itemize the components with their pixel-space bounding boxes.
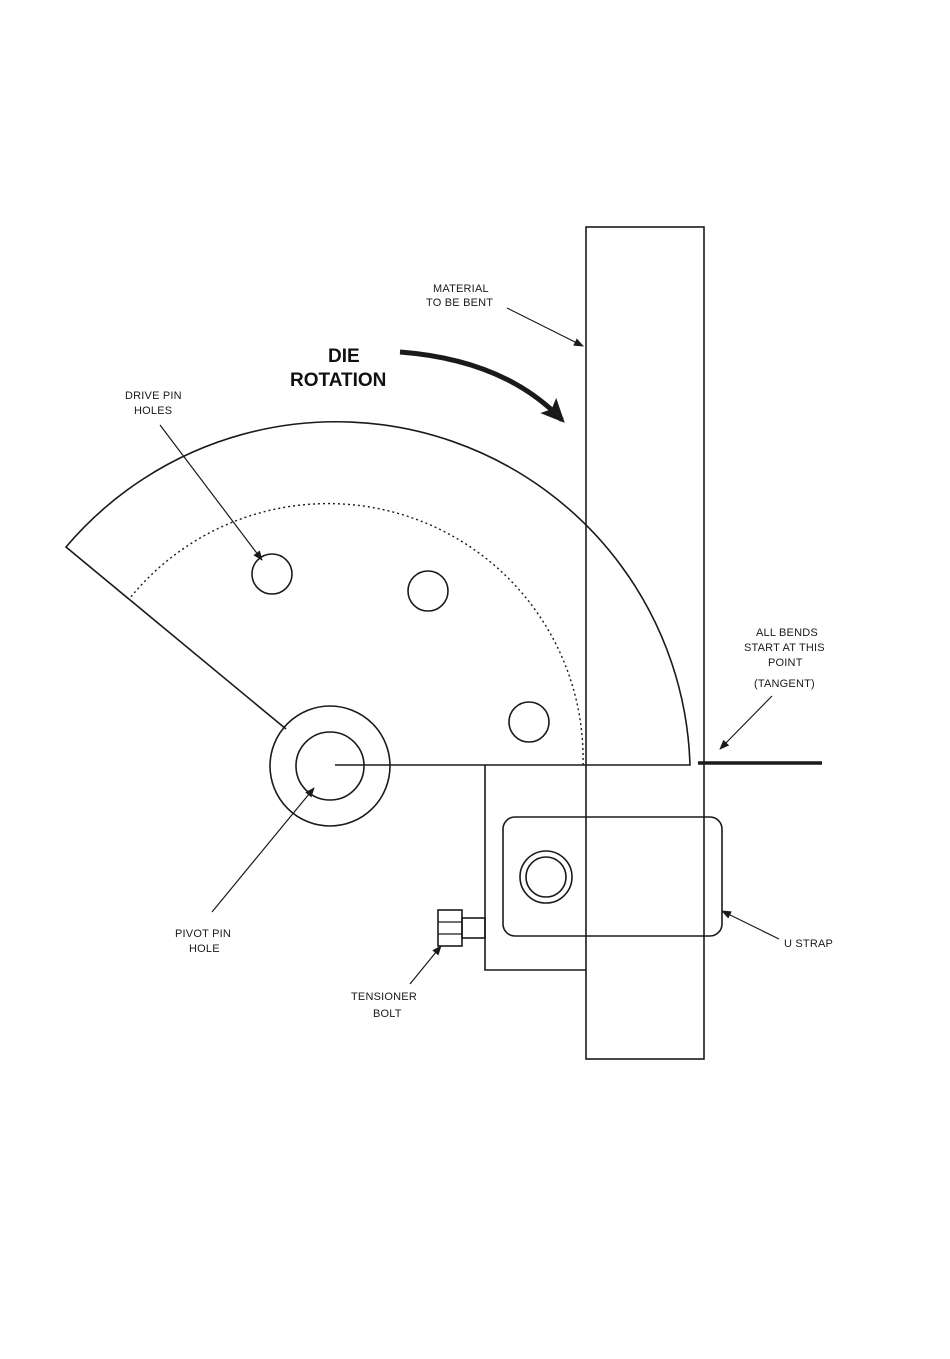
drive-pin-hole-3: [509, 702, 549, 742]
drive-pin-label-line2: HOLES: [134, 405, 172, 417]
die-rotation-label-line2: ROTATION: [290, 370, 386, 391]
die-rotation-label-line1: DIE: [328, 346, 360, 367]
die-body: [66, 422, 690, 765]
pivot-label-line1: PIVOT PIN: [175, 928, 231, 940]
tensioner-leader: [410, 946, 441, 984]
tangent-label-line2: START AT THIS: [744, 642, 825, 654]
pivot-pin-hole: [296, 732, 364, 800]
tangent-label-line1: ALL BENDS: [756, 627, 818, 639]
tensioner-label-line2: BOLT: [373, 1008, 402, 1020]
ustrap-leader: [722, 911, 779, 939]
drive-pin-label-line1: DRIVE PIN: [125, 390, 182, 402]
tangent-label-line4: (TANGENT): [754, 678, 815, 690]
material-bar: [586, 227, 704, 1059]
u-strap: [503, 817, 722, 936]
ustrap-label: U STRAP: [784, 938, 833, 950]
tangent-leader: [720, 696, 772, 749]
drive-pin-hole-1: [252, 554, 292, 594]
material-label-line2: TO BE BENT: [426, 297, 493, 309]
die-groove-arc: [130, 504, 583, 765]
drive-pin-hole-2: [408, 571, 448, 611]
material-leader: [507, 308, 583, 346]
tensioner-label-line1: TENSIONER: [351, 991, 417, 1003]
material-label-line1: MATERIAL: [433, 283, 489, 295]
u-strap-pin-outer: [520, 851, 572, 903]
tangent-label-line3: POINT: [768, 657, 803, 669]
tensioner-bolt: [438, 910, 485, 946]
pivot-leader: [212, 788, 314, 912]
pivot-hub: [270, 706, 390, 826]
die-rotation-arrow: [400, 352, 562, 420]
u-strap-pin-inner: [526, 857, 566, 897]
pivot-label-line2: HOLE: [189, 943, 220, 955]
